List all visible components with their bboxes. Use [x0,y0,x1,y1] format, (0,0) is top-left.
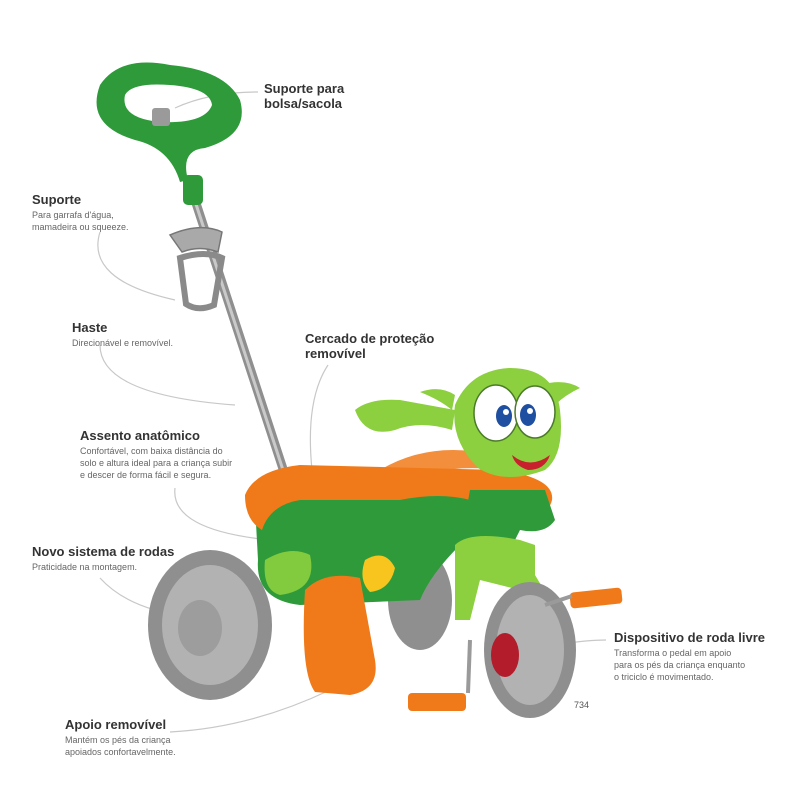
callout-footrest-title: Apoio removível [65,717,167,732]
callout-guard-title-1: Cercado de proteção [305,331,435,346]
callout-wheels-title: Novo sistema de rodas [32,544,175,559]
callout-freewheel-desc-2: para os pés da criança enquanto [614,660,746,670]
connector-seat [174,487,271,541]
callout-footrest: Apoio removível Mantém os pés da criança… [65,717,176,758]
callout-footrest-desc-1: Mantém os pés da criança [65,735,171,745]
callout-connectors [97,91,607,733]
callout-freewheel: Dispositivo de roda livre Transforma o p… [614,630,765,683]
callout-footrest-desc-2: apoiados confortavelmente. [65,747,176,757]
callout-seat: Assento anatômico Confortável, com baixa… [80,428,232,481]
wheel-hub [491,633,519,677]
callout-bottle-holder-desc-1: Para garrafa d'água, [32,210,114,220]
frog-decal [264,551,312,595]
character-ear-right [540,382,580,405]
seat-back [355,399,455,432]
logo-decal [362,555,395,592]
callout-bag-holder-title-1: Suporte para [264,81,345,96]
callout-guard: Cercado de proteção removível [305,331,434,361]
callout-seat-desc-1: Confortável, com baixa distância do [80,446,223,456]
callout-freewheel-title: Dispositivo de roda livre [614,630,765,645]
callout-seat-desc-3: e descer de forma fácil e segura. [80,470,212,480]
product-code: 734 [574,700,590,710]
connector-footrest [169,689,331,733]
callout-bag-holder: Suporte para bolsa/sacola [264,81,344,111]
callout-bottle-holder-title: Suporte [32,192,82,207]
callout-seat-title: Assento anatômico [80,428,200,443]
character-ear-left [420,389,455,410]
callout-push-bar-desc: Direcionável e removível. [72,338,174,348]
footrest [303,575,376,695]
callout-seat-desc-2: solo e altura ideal para a criança subir [80,458,233,468]
protective-guard [245,465,553,530]
connector-push-bar [99,344,236,406]
bottle-holder-cage [176,251,226,312]
pedal-left [408,693,466,711]
callout-bottle-holder: Suporte Para garrafa d'água, mamadeira o… [32,192,129,233]
pedal-right [569,587,623,609]
callout-bottle-holder-desc-2: mamadeira ou squeeze. [32,222,129,232]
connector-bottle-holder [97,231,176,301]
callout-push-bar: Haste Direcionável e removível. [72,320,173,349]
push-bar-collar [183,175,203,205]
callout-freewheel-desc-1: Transforma o pedal em apoio [614,648,732,658]
callout-wheels-desc: Praticidade na montagem. [32,562,138,572]
bottle-holder-top [168,226,223,254]
character-mouth [512,455,550,470]
callout-wheels: Novo sistema de rodas Praticidade na mon… [32,544,174,573]
callout-bag-holder-title-2: bolsa/sacola [264,96,343,111]
callout-guard-title-2: removível [305,346,366,361]
connector-guard [309,364,329,471]
callout-freewheel-desc-3: o triciclo é movimentado. [614,672,714,682]
bag-hook [152,108,170,126]
connector-wheels [99,577,156,611]
callout-push-bar-title: Haste [72,320,108,335]
